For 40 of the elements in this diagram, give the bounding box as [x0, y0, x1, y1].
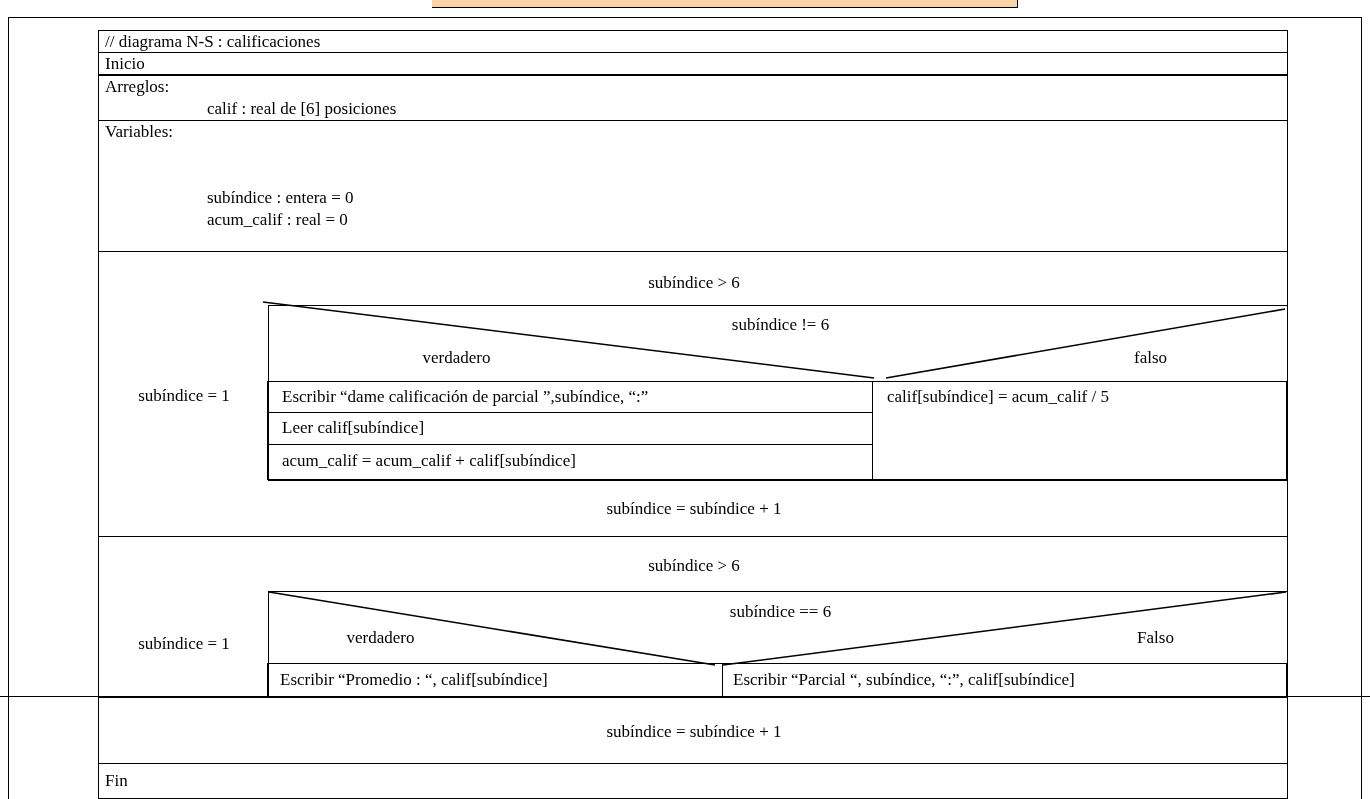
declaration-text: subíndice : entera = 0: [207, 187, 354, 209]
statement-text: calif[subíndice] = acum_calif / 5: [887, 386, 1109, 408]
statement-text: acum_calif = acum_calif + calif[subíndice]: [282, 450, 576, 472]
statement-box: [98, 697, 1288, 764]
statement-text: Escribir “Parcial “, subíndice, “:”, calif[subíndice]: [733, 669, 1075, 691]
statement-text: Inicio: [105, 53, 145, 75]
loop-block: [98, 536, 1288, 698]
false-branch-label: Falso: [1137, 626, 1174, 649]
statement-text: Fin: [105, 770, 128, 792]
declaration-box: [98, 75, 1288, 121]
statement-text: Leer calif[subíndice]: [282, 417, 425, 439]
statement-box: [98, 763, 1288, 799]
loop-condition: subíndice > 6: [648, 272, 740, 294]
false-branch-label: falso: [1134, 346, 1167, 369]
true-branch-label: verdadero: [422, 346, 491, 369]
decision-block: [267, 590, 1288, 698]
loop-block: [98, 251, 1288, 537]
loop-condition: subíndice > 6: [648, 555, 740, 577]
decision-condition: subíndice != 6: [731, 313, 830, 336]
statement-box: [722, 663, 1287, 697]
declaration-text: acum_calif : real = 0: [207, 209, 348, 231]
statement-box: [872, 381, 1287, 480]
declaration-text: calif : real de [6] posiciones: [207, 98, 397, 120]
statement-box: [98, 52, 1288, 75]
statement-box: [267, 444, 873, 480]
loop-increment: subíndice = subíndice + 1: [606, 498, 782, 520]
statement-box: [267, 381, 873, 413]
decision-condition: subíndice == 6: [729, 600, 832, 623]
declaration-box: [98, 120, 1288, 252]
statement-text: Escribir “dame calificación de parcial ”,subíndice, “:”: [282, 386, 649, 408]
statement-text: subíndice = subíndice + 1: [606, 721, 782, 743]
statement-box: [267, 663, 723, 697]
loop-init: subíndice = 1: [138, 385, 230, 407]
statement-text: Escribir “Promedio : “, calif[subíndice]: [280, 669, 548, 691]
comment-box: [98, 30, 1288, 53]
loop-init: subíndice = 1: [138, 633, 230, 655]
section-heading: Arreglos:: [105, 76, 170, 98]
section-heading: Variables:: [105, 121, 173, 143]
true-branch-label: verdadero: [346, 626, 415, 649]
comment-text: // diagrama N-S : calificaciones: [105, 31, 321, 53]
